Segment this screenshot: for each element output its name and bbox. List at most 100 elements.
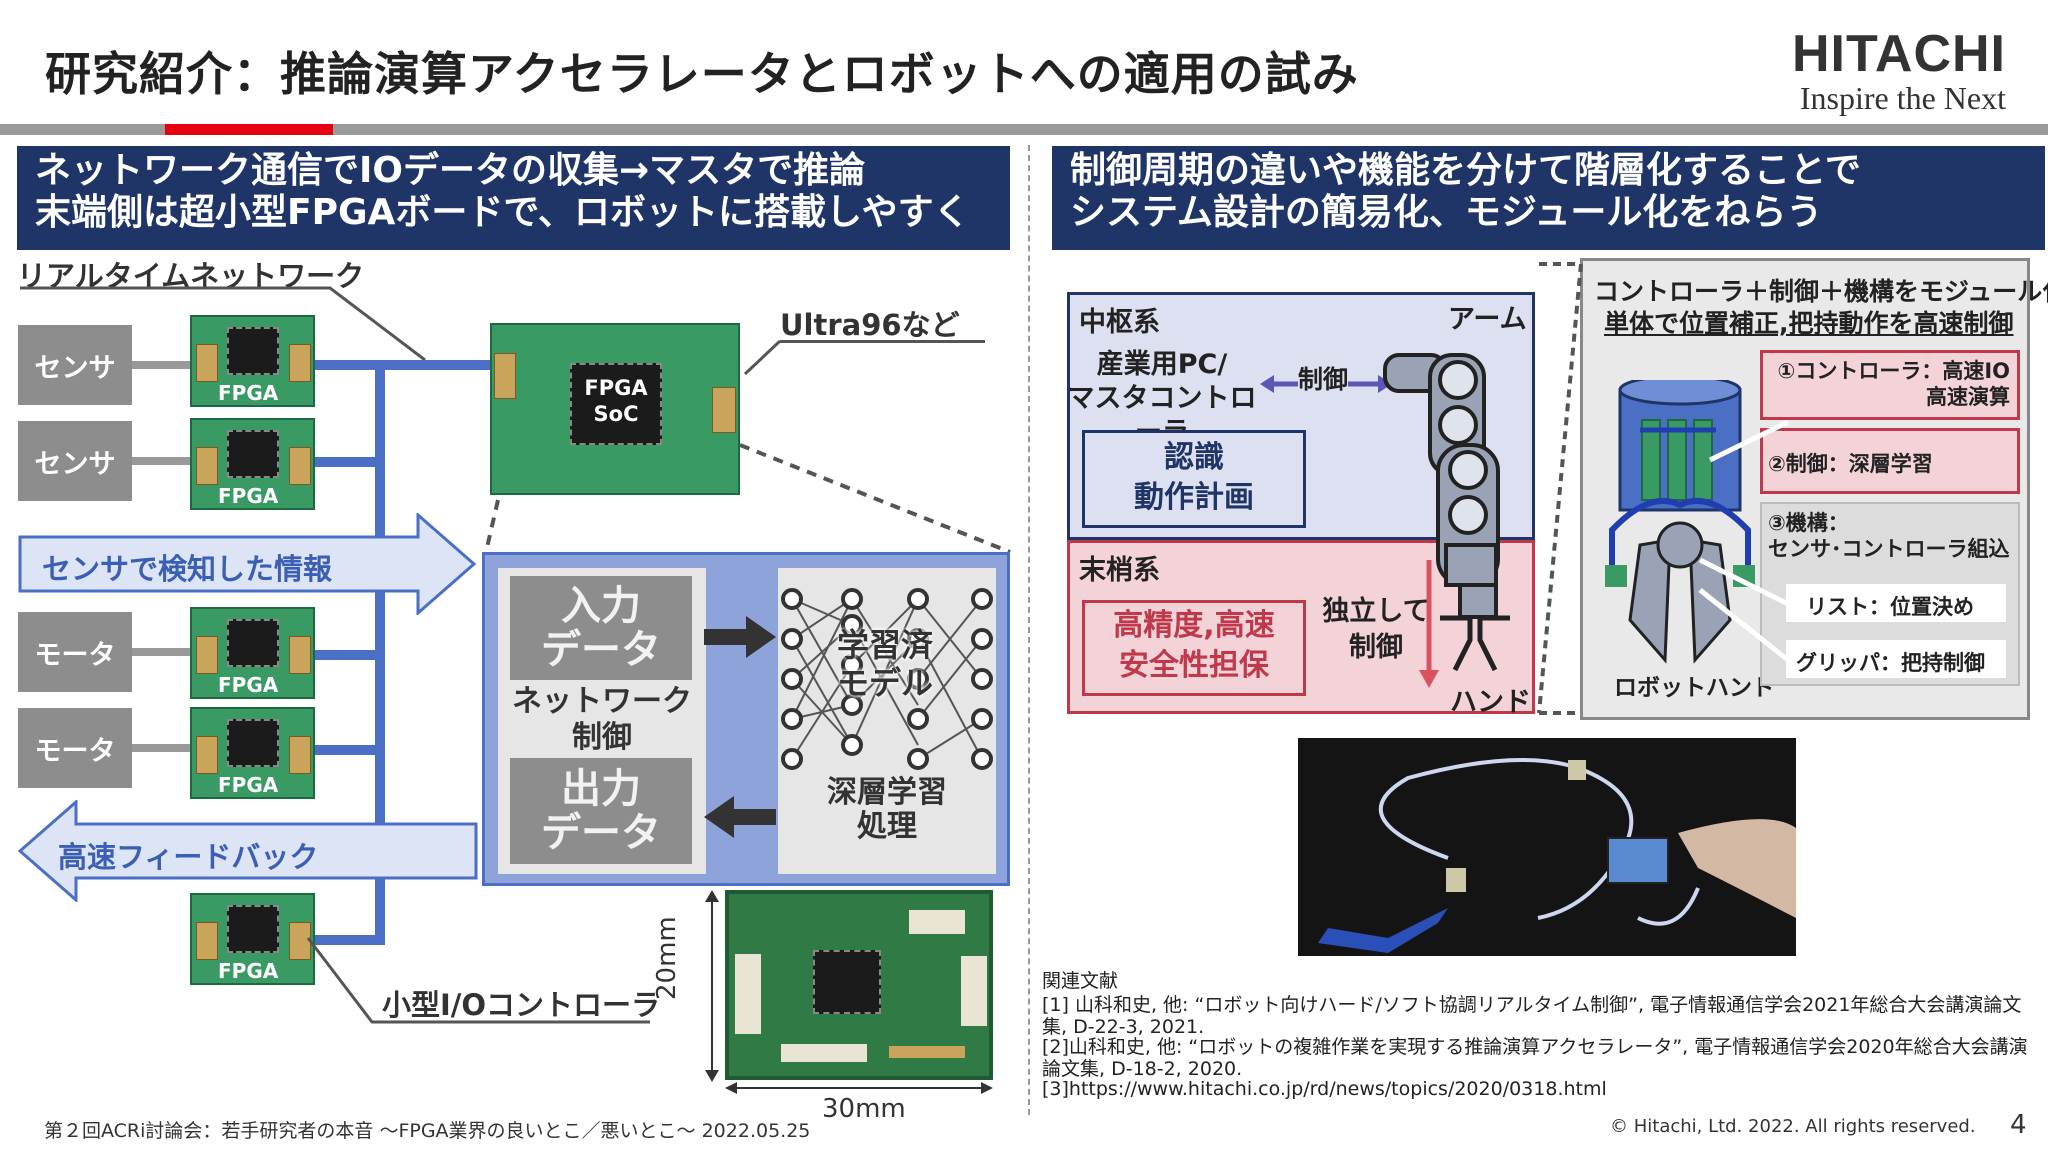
fpga-label: FPGA: [218, 773, 279, 797]
title-rule: [0, 124, 2048, 135]
ref-3: [3]https://www.hitachi.co.jp/rd/news/top…: [1042, 1078, 1607, 1100]
zoom-lines: [484, 443, 1011, 554]
high-precision-label: 高精度,高速 安全性担保: [1113, 608, 1275, 683]
fpga-chip: [227, 719, 279, 767]
connector: [909, 910, 965, 934]
connector: [735, 954, 761, 1034]
motor-label: モータ: [34, 639, 116, 671]
motor-label: モータ: [34, 735, 116, 767]
connector: [132, 457, 192, 465]
model-panel: [778, 568, 996, 874]
robot-hand-label: ロボットハンド: [1614, 675, 1775, 701]
motor-box-1: モータ: [18, 612, 132, 692]
independent-label: 独立して 制御: [1322, 596, 1430, 663]
bus-row2: [305, 457, 380, 467]
bus-row3: [305, 650, 380, 660]
fpga-board-5: FPGA: [190, 893, 315, 985]
column-divider: [1028, 145, 1030, 1115]
fpga-chip: [227, 905, 279, 953]
dim-width-arrow: [725, 1082, 993, 1094]
arm-label: アーム: [1448, 304, 1527, 335]
sensor-label: センサ: [34, 448, 116, 480]
connector: [961, 956, 987, 1026]
central-label: 中枢系: [1079, 307, 1160, 338]
io-controller-label: 小型I/Oコントローラ: [382, 988, 661, 1022]
input-data-box: 入力 データ: [510, 576, 692, 680]
fpga-label: FPGA: [218, 959, 279, 983]
right-header-line2: システム設計の簡易化、モジュール化をねらう: [1070, 192, 1823, 233]
bus-row5: [305, 935, 380, 945]
sensor-box-2: センサ: [18, 421, 132, 501]
soc-label-line1: FPGA: [584, 376, 648, 400]
connector: [132, 361, 192, 369]
refs-title: 関連文献: [1042, 970, 1119, 992]
sense-arrow-label: センサで検知した情報: [42, 552, 333, 586]
footer-event: 第２回ACRi討論会：若手研究者の本音 ～FPGA業界の良いとこ／悪いとこ～ 2…: [44, 1120, 811, 1142]
fpga-label: FPGA: [218, 484, 279, 508]
pad: [196, 344, 218, 382]
bus-vertical: [375, 360, 385, 945]
fpga-label: FPGA: [218, 673, 279, 697]
bus-row4: [305, 745, 380, 755]
right-header: 制御周期の違いや機能を分けて階層化することで システム設計の簡易化、モジュール化…: [1052, 146, 2045, 250]
soc-label: FPGA SoC: [570, 375, 662, 427]
connector: [132, 744, 192, 752]
pad: [196, 447, 218, 485]
soc-label-line2: SoC: [593, 402, 639, 426]
sensor-box-1: センサ: [18, 325, 132, 405]
fpga-chip: [227, 327, 279, 375]
page-number: 4: [2010, 1110, 2027, 1140]
prototype-photo: [1298, 738, 1796, 956]
recognition-label: 認識 動作計画: [1134, 440, 1254, 515]
pad: [712, 387, 736, 433]
ref-1: [1] 山科和史, 他: “ロボット向けハード/ソフト協調リアルタイム制御”, …: [1042, 994, 2022, 1038]
hitachi-logo: HITACHI Inspire the Next: [1792, 28, 2006, 116]
fpga-label: FPGA: [218, 381, 279, 405]
pad: [196, 736, 218, 774]
pad: [289, 447, 311, 485]
item3-label: ③機構： センサ･コントローラ組込: [1768, 511, 2010, 561]
loop-arrow: [1419, 560, 1439, 688]
pad: [196, 636, 218, 674]
recognition-box: [1082, 430, 1306, 528]
ultra96-board: FPGA SoC: [490, 323, 740, 495]
gripper-box: [1786, 640, 2006, 678]
rt-network-leader: [20, 286, 426, 362]
gripper-label: グリッパ：把持制御: [1796, 651, 1985, 675]
neural-network-icon: [781, 588, 993, 770]
callout-lines: [1698, 420, 1790, 662]
right-header-line1: 制御周期の違いや機能を分けて階層化することで: [1070, 150, 1861, 191]
robot-hand-icon: [1605, 380, 1755, 664]
wrist-label: リスト：位置決め: [1806, 595, 1974, 619]
trained-model-label: 学習済 モデル: [836, 626, 933, 702]
fpga-board-4: FPGA: [190, 707, 315, 799]
feedback-arrow-label: 高速フィードバック: [58, 840, 319, 874]
pad: [494, 353, 516, 399]
logo-tagline: Inspire the Next: [1799, 80, 2006, 116]
module-title-1: コントローラ＋制御＋機構をモジュール化: [1594, 277, 2048, 306]
module-title-2: 単体で位置補正,把持動作を高速制御: [1604, 309, 2014, 338]
ultra96-label: Ultra96など: [780, 308, 960, 342]
item2-box: [1760, 428, 2020, 494]
fpga-board-3: FPGA: [190, 607, 315, 699]
prototype-photo-art: [1318, 758, 1796, 953]
connector: [132, 648, 192, 656]
fpga-chip: [227, 430, 279, 478]
footer-copyright: © Hitachi, Ltd. 2022. All rights reserve…: [1610, 1116, 1976, 1137]
pad: [289, 736, 311, 774]
io-controller-leader: [306, 937, 650, 1024]
pad: [289, 344, 311, 382]
output-data-label: 出力 データ: [541, 766, 661, 856]
output-data-box: 出力 データ: [510, 758, 692, 864]
wrist-box: [1786, 584, 2006, 622]
ref-2: [2]山科和史, 他: “ロボットの複雑作業を実現する推論演算アクセラレータ”,…: [1042, 1036, 2028, 1080]
title-rule-accent: [165, 124, 333, 135]
item1-box: [1760, 350, 2020, 420]
robot-arm-icon: [1383, 353, 1510, 672]
module-zoom-lines: [1537, 262, 1583, 715]
left-header: ネットワーク通信でIOデータの収集→マスタで推論 末端側は超小型FPGAボードで…: [17, 146, 1010, 250]
sensor-label: センサ: [34, 352, 116, 384]
dim-width-label: 30mm: [822, 1094, 906, 1124]
pad: [196, 922, 218, 960]
fpga-chip: [813, 950, 881, 1014]
